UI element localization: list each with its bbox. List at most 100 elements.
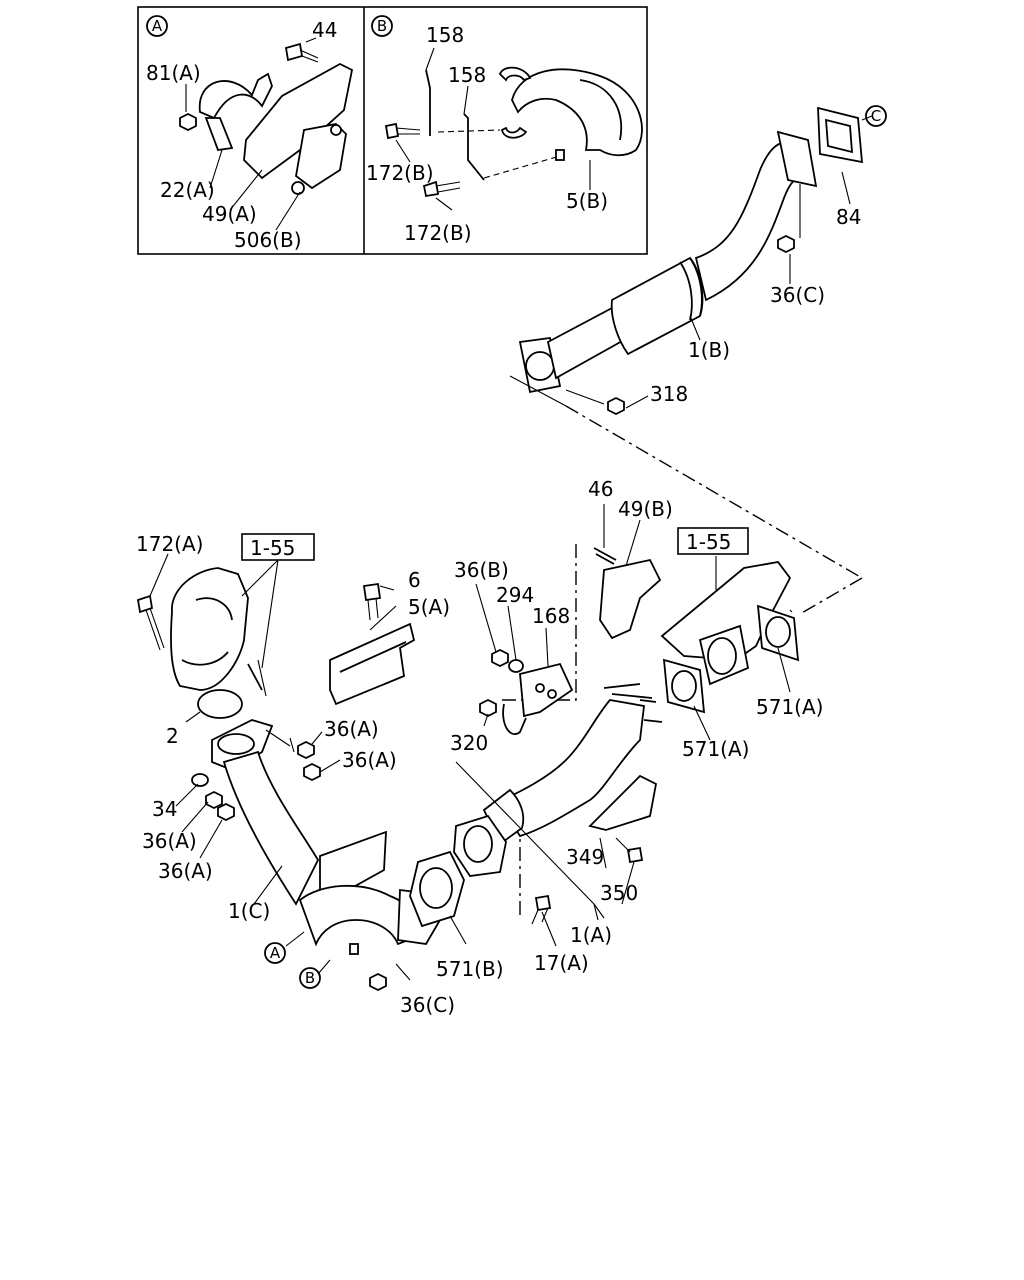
bracket-168 <box>519 662 574 718</box>
center-line-right <box>799 577 863 615</box>
gasket-571b-right <box>453 814 507 877</box>
nut-81a <box>179 112 197 132</box>
bracket-49a <box>243 62 354 180</box>
clamp-bottom <box>500 126 528 139</box>
detail-a-leaders <box>185 37 317 231</box>
pipe-1b-assembly <box>509 106 873 416</box>
bracket-349 <box>588 774 658 831</box>
nut-36a-3 <box>205 790 223 810</box>
nut-36a-4 <box>217 802 235 822</box>
lower-right-assembly <box>453 504 800 947</box>
turbo-outlet-elbow <box>170 567 249 691</box>
pipe-1a <box>496 699 645 838</box>
gasket-84-hole <box>825 118 853 154</box>
bracket-506b <box>295 123 347 190</box>
label-17a: 17(A) <box>534 951 589 975</box>
heat-shield-crease <box>339 641 407 673</box>
ref-c-marker: C <box>871 107 881 125</box>
detail-b-drawing <box>384 47 643 211</box>
label-571a-right: 571(A) <box>756 695 823 719</box>
detail-b-marker-circle <box>371 15 393 37</box>
label-36b: 36(B) <box>454 558 509 582</box>
ref-c-marker-circle <box>865 105 887 127</box>
label-158-a: 158 <box>426 23 464 47</box>
nut-36b <box>491 648 509 668</box>
stud-506b <box>291 181 305 195</box>
lower-left-guides <box>257 659 295 753</box>
bolt-350-shank <box>615 837 631 853</box>
clamp-tab <box>204 117 234 151</box>
lower-left-assembly <box>136 553 467 992</box>
nut-36c-lower <box>369 972 387 992</box>
detail-b-leaders <box>395 47 591 211</box>
bolt-172a-shank <box>145 607 165 651</box>
label-571a-mid: 571(A) <box>682 737 749 761</box>
detail-b-guides <box>437 129 561 179</box>
bolt-172b-b <box>422 180 440 198</box>
label-318: 318 <box>650 382 688 406</box>
label-168: 168 <box>532 604 570 628</box>
stud-1-55 <box>247 663 263 691</box>
bolt-350 <box>626 846 644 864</box>
bracket-168-hole <box>535 683 545 693</box>
label-506b: 506(B) <box>234 228 302 252</box>
manifold-flange-hole <box>707 637 737 675</box>
pipe-elbow-5b-edge <box>579 79 623 141</box>
label-44: 44 <box>312 18 337 42</box>
clamp-22a <box>198 72 273 120</box>
pipe-elbow-5b <box>511 68 643 157</box>
gasket-571b-hole <box>419 867 453 909</box>
bolt-172b-a-shank <box>395 127 421 135</box>
bolt-44-shank <box>299 49 319 63</box>
label-1-55-right: 1-55 <box>686 530 731 554</box>
label-294: 294 <box>496 583 534 607</box>
label-36a-1: 36(A) <box>324 717 379 741</box>
muffler-ridge <box>679 257 703 321</box>
gasket-571a-lower <box>662 658 706 714</box>
label-1-55-left: 1-55 <box>250 536 295 560</box>
detail-a-marker-circle <box>146 15 168 37</box>
pipe-bracket <box>319 830 387 902</box>
label-5a: 5(A) <box>408 595 450 619</box>
center-lines <box>500 405 863 920</box>
label-172a: 172(A) <box>136 532 203 556</box>
nut-36a-1 <box>297 740 315 760</box>
pipe-1c <box>222 750 320 906</box>
label-1b: 1(B) <box>688 338 730 362</box>
nut-320 <box>479 698 497 718</box>
clamp-top <box>498 66 532 82</box>
nut-36a-2 <box>303 762 321 782</box>
gasket-84 <box>817 106 864 164</box>
label-6: 6 <box>408 568 421 592</box>
o-ring-2 <box>197 689 243 719</box>
label-36a-4: 36(A) <box>158 859 213 883</box>
lower-right-guides <box>455 761 599 921</box>
upper-guides <box>509 184 801 407</box>
label-49a: 49(A) <box>202 202 257 226</box>
label-36c-upper: 36(C) <box>770 283 825 307</box>
bracket-168-hole-2 <box>547 689 557 699</box>
pipe-stud <box>349 943 359 955</box>
bolt-17a <box>534 894 552 912</box>
pipe-tab <box>555 149 565 161</box>
bolt-6-shank <box>367 597 379 621</box>
gasket-571a-upper <box>756 604 800 662</box>
gasket-571b-right-hole <box>463 825 493 863</box>
label-1-55-left-box <box>241 533 315 561</box>
label-46: 46 <box>588 477 613 501</box>
bolt-44 <box>284 42 304 62</box>
detail-a-drawing <box>179 37 354 231</box>
label-22a: 22(A) <box>160 178 215 202</box>
label-1c: 1(C) <box>228 899 270 923</box>
bolt-17a-shank <box>531 907 549 925</box>
label-49b: 49(B) <box>618 497 673 521</box>
label-571b: 571(B) <box>436 957 504 981</box>
stud-46 <box>593 547 617 565</box>
flange-outlet <box>776 130 818 188</box>
nut-36c-upper <box>777 234 795 254</box>
lower-right-leaders <box>475 504 793 947</box>
label-34: 34 <box>152 797 177 821</box>
label-172b-b: 172(B) <box>404 221 472 245</box>
detail-b-marker: B <box>377 17 387 35</box>
